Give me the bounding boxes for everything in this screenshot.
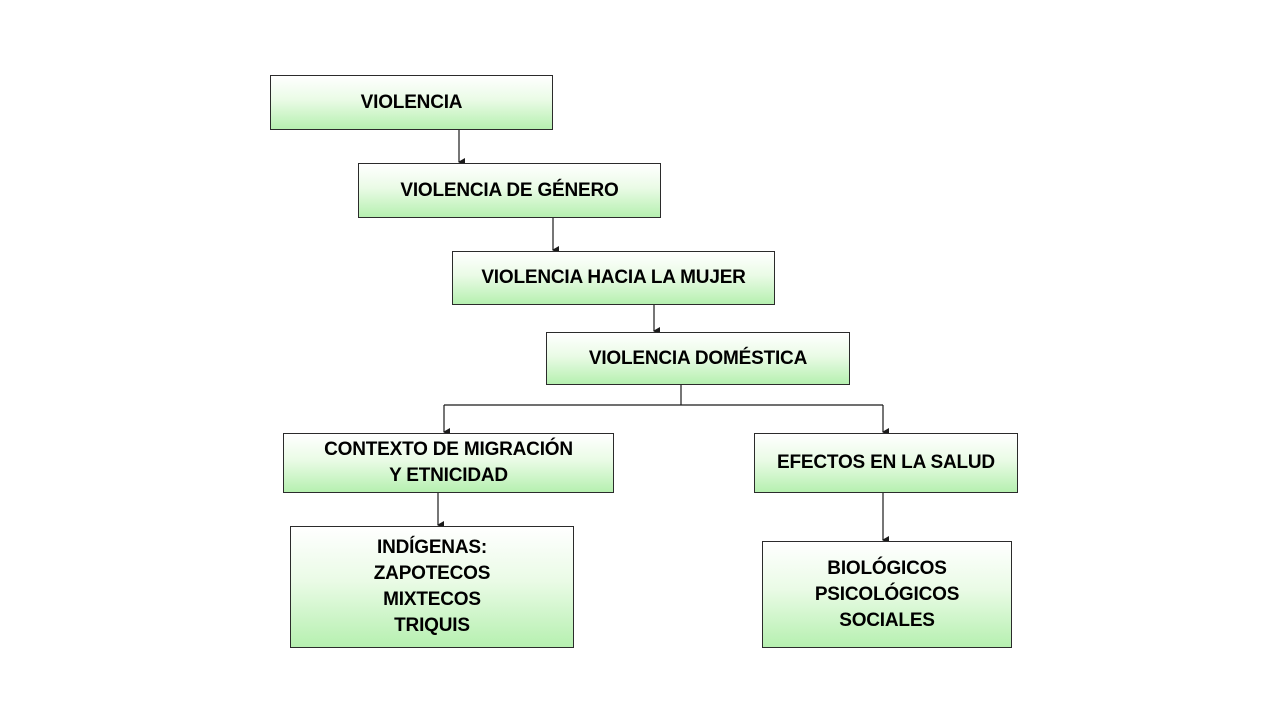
node-tipos-line-1: BIOLÓGICOS <box>827 557 947 579</box>
node-violencia-line-1: VIOLENCIA <box>360 91 463 113</box>
node-indigenas-line-1: INDÍGENAS: <box>377 537 487 558</box>
node-violencia-de-genero: VIOLENCIA DE GÉNERO <box>358 163 661 218</box>
node-indigenas-line-3: MIXTECOS <box>383 589 481 610</box>
node-indigenas-line-2: ZAPOTECOS <box>373 563 491 584</box>
node-contexto-migracion: CONTEXTO DE MIGRACIÓN Y ETNICIDAD <box>283 433 614 493</box>
node-domestica-line-1: VIOLENCIA DOMÉSTICA <box>588 347 808 369</box>
node-mujer-line-1: VIOLENCIA HACIA LA MUJER <box>481 267 746 288</box>
node-contexto-line-1: CONTEXTO DE MIGRACIÓN <box>324 439 573 460</box>
node-efectos-salud: EFECTOS EN LA SALUD <box>754 433 1018 493</box>
node-violencia-domestica: VIOLENCIA DOMÉSTICA <box>546 332 850 385</box>
node-indigenas: INDÍGENAS: ZAPOTECOS MIXTECOS TRIQUIS <box>290 526 574 648</box>
node-indigenas-line-4: TRIQUIS <box>394 615 470 636</box>
node-efectos-line-1: EFECTOS EN LA SALUD <box>777 452 995 473</box>
node-contexto-line-2: Y ETNICIDAD <box>389 465 508 486</box>
node-violencia-hacia-la-mujer: VIOLENCIA HACIA LA MUJER <box>452 251 775 305</box>
node-efectos-tipos: BIOLÓGICOS PSICOLÓGICOS SOCIALES <box>762 541 1012 648</box>
node-violencia: VIOLENCIA <box>270 75 553 130</box>
node-genero-line-1: VIOLENCIA DE GÉNERO <box>400 179 619 201</box>
node-tipos-line-2: PSICOLÓGICOS <box>814 583 960 605</box>
node-tipos-line-3: SOCIALES <box>839 609 935 631</box>
